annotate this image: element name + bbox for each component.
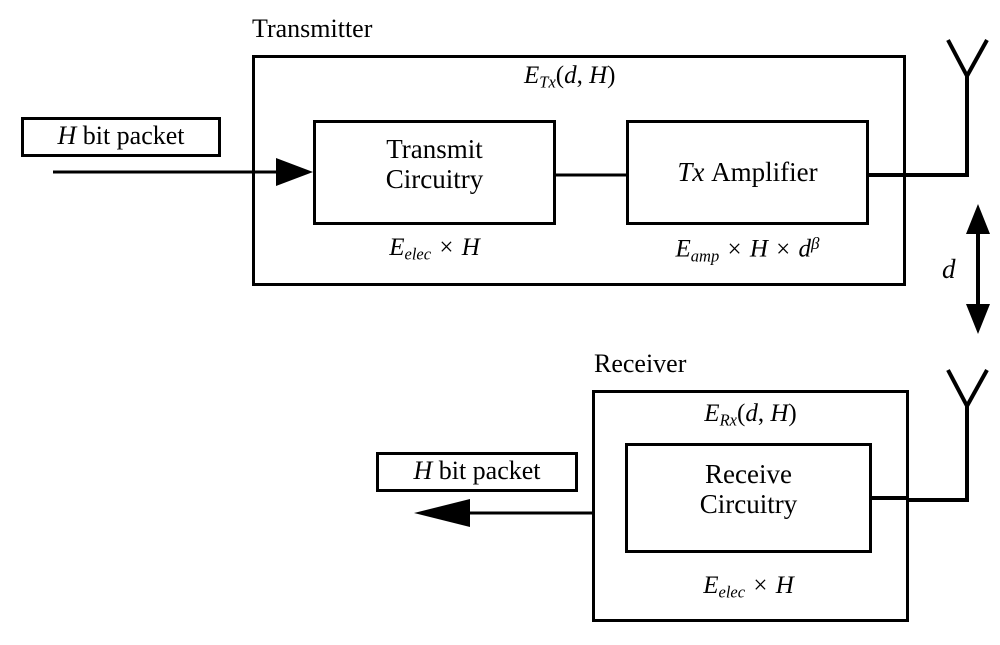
tx-amplifier-word: Amplifier xyxy=(711,157,818,187)
input-arrow-group xyxy=(53,158,313,186)
rx-energy-label: ERx(d, H) xyxy=(704,400,797,430)
tx-amplifier-label: Tx Amplifier xyxy=(626,157,869,187)
receive-circuitry-line2: Circuitry xyxy=(699,489,798,520)
rx-antenna-icon xyxy=(946,369,989,502)
receive-circuitry-formula: Eelec × H xyxy=(703,572,794,602)
distance-arrow-icon xyxy=(966,204,990,334)
transmit-circuitry-formula: Eelec × H xyxy=(389,234,480,264)
paren-open: ( xyxy=(555,62,565,89)
packet-h-symbol: H xyxy=(57,121,77,150)
symbol-H: H xyxy=(589,62,608,89)
receiver-box xyxy=(592,390,909,622)
subscript-elec-rx: elec xyxy=(718,582,746,602)
comma: , xyxy=(576,62,583,89)
subscript-amp: amp xyxy=(690,246,720,266)
output-arrow-group xyxy=(414,499,592,527)
tx-energy-label: ETx(d, H) xyxy=(524,62,616,92)
transmit-circuitry-label: Transmit Circuitry xyxy=(313,134,556,194)
input-packet-label: H bit packet xyxy=(21,121,221,150)
tx-amplifier-prefix: Tx xyxy=(677,157,705,187)
tx-antenna-icon xyxy=(946,39,989,177)
transmit-circuitry-line1: Transmit xyxy=(386,134,483,164)
receive-circuitry-line1: Receive xyxy=(705,459,792,489)
paren-close: ) xyxy=(607,62,616,89)
symbol-E: E xyxy=(524,62,540,89)
subscript-rx: Rx xyxy=(719,410,737,430)
output-packet-box xyxy=(376,452,578,492)
receive-circuitry-box xyxy=(625,443,872,553)
input-packet-box xyxy=(21,117,221,157)
subscript-elec: elec xyxy=(404,244,432,264)
transmit-circuitry-line2: Circuitry xyxy=(385,164,484,195)
subscript-tx: Tx xyxy=(539,72,556,92)
packet-h-symbol-out: H xyxy=(413,456,433,485)
output-packet-label: H bit packet xyxy=(376,456,578,485)
symbol-d: d xyxy=(564,62,577,89)
tx-amplifier-formula: Eamp × H × dβ xyxy=(675,234,820,266)
transmit-circuitry-box xyxy=(313,120,556,225)
transmitter-box xyxy=(252,55,906,286)
superscript-beta: β xyxy=(811,234,820,253)
receive-circuitry-label: Receive Circuitry xyxy=(625,459,872,519)
packet-words-out: bit packet xyxy=(438,456,541,485)
receiver-title: Receiver xyxy=(594,349,687,378)
tx-amplifier-box xyxy=(626,120,869,225)
distance-label: d xyxy=(942,254,956,284)
packet-words: bit packet xyxy=(82,121,185,150)
transmitter-title: Transmitter xyxy=(252,14,373,43)
